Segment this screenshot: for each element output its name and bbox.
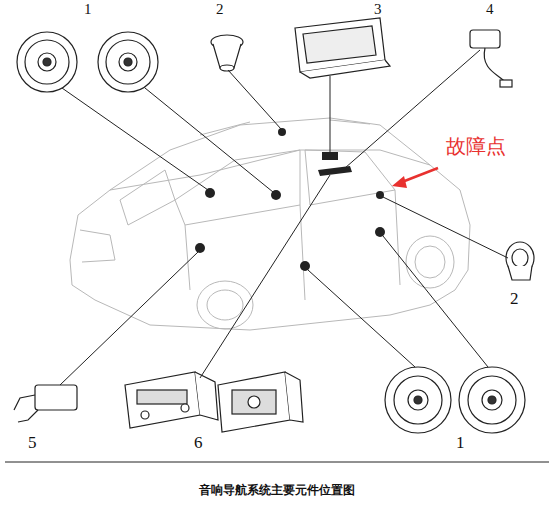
tweeter [211,35,243,71]
speaker [17,32,77,92]
head-unit [125,372,218,428]
display [295,18,390,78]
antenna [470,30,512,87]
callout-number: 1 [84,2,92,17]
speaker [385,367,451,433]
callout-number: 2 [216,2,224,17]
figure-caption: 音响导航系统主要元件位置图 [199,484,355,496]
car-outline [70,118,470,330]
callout-number: 4 [486,2,494,17]
head-unit [218,372,303,432]
fault-label: 故障点 [446,136,506,156]
caption-rule [5,462,549,463]
callout-number: 6 [194,434,203,451]
callout-number: 2 [510,290,519,307]
fault-arrow [392,168,438,188]
module [14,385,77,422]
speaker [459,367,525,433]
callout-number: 1 [456,434,465,451]
tweeter [506,242,534,280]
mount-points [195,128,385,271]
callout-number: 3 [374,2,382,17]
speaker [98,32,158,92]
components [14,18,534,433]
leader-lines [60,50,508,385]
callout-number: 5 [28,434,37,451]
